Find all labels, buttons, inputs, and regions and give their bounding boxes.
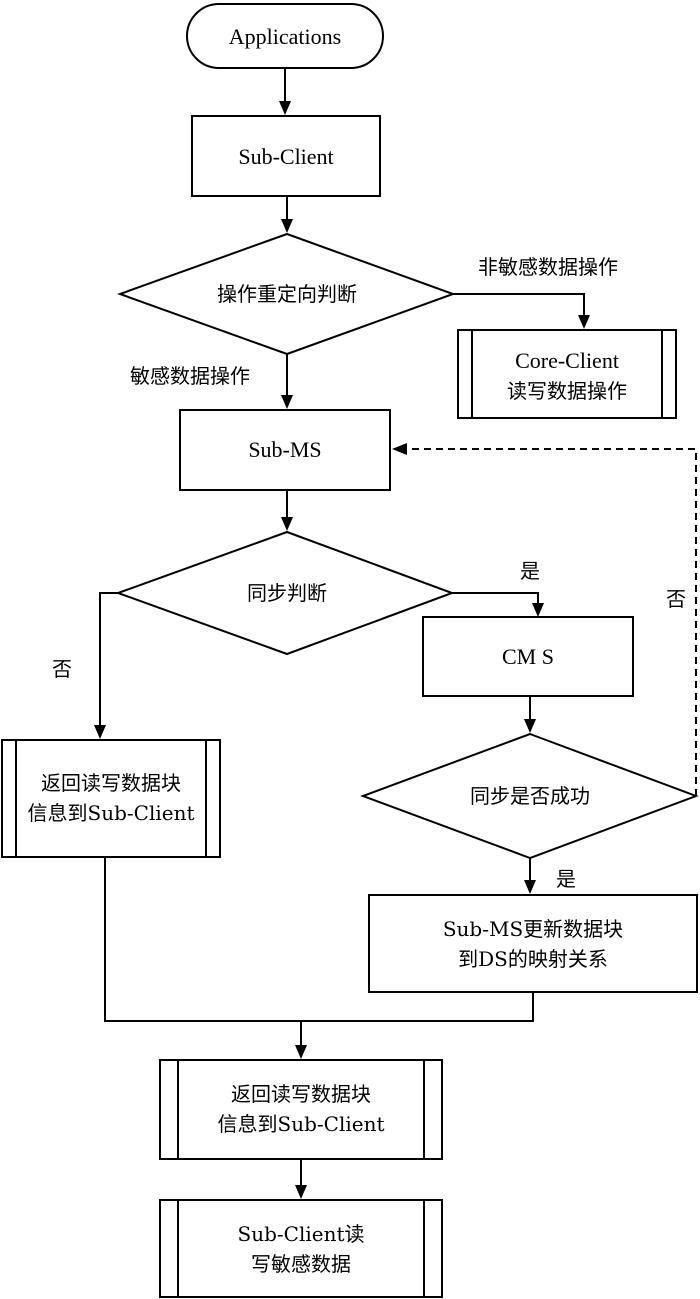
label-sync-yes: 是 (520, 559, 540, 583)
update-mapping-label-2: 到DS的映射关系 (458, 947, 608, 971)
label-sensitive: 敏感数据操作 (130, 364, 250, 388)
return-left-box (1, 739, 221, 858)
final-box (159, 1199, 443, 1298)
update-mapping-label-1: Sub-MS更新数据块 (443, 917, 623, 941)
sub-client-label: Sub-Client (238, 144, 333, 169)
label-sync-no: 否 (52, 657, 72, 681)
label-non-sensitive: 非敏感数据操作 (478, 255, 618, 279)
return-left-label-1: 返回读写数据块 (41, 771, 181, 795)
redirect-decision-label: 操作重定向判断 (217, 282, 357, 306)
cms-box (422, 616, 634, 697)
core-client-label-2: 读写数据操作 (507, 379, 627, 403)
sync-success-decision-label: 同步是否成功 (470, 784, 590, 808)
return-main-box (159, 1059, 443, 1160)
edge-sync-to-cms (452, 592, 539, 604)
core-client-box (457, 329, 677, 419)
sync-decision-diamond (115, 530, 455, 656)
label-retry-no: 否 (666, 587, 686, 611)
final-label-1: Sub-Client读 (238, 1222, 365, 1246)
label-success-yes: 是 (556, 867, 576, 891)
sub-ms-box (179, 409, 391, 491)
cms-label: CM S (502, 644, 554, 669)
edge-merge-line (104, 857, 534, 1022)
edge-redirect-to-coreclient (453, 293, 585, 317)
applications-label: Applications (229, 24, 341, 49)
return-main-label-1: 返回读写数据块 (231, 1082, 371, 1106)
core-client-label-1: Core-Client (515, 348, 619, 373)
final-label-2: 写敏感数据 (251, 1252, 351, 1276)
edge-sync-to-return-left (99, 592, 118, 727)
return-main-label-2: 信息到Sub-Client (218, 1112, 385, 1136)
return-left-label-2: 信息到Sub-Client (28, 801, 195, 825)
sync-decision-label: 同步判断 (247, 581, 327, 605)
update-mapping-box (368, 894, 698, 993)
sub-ms-label: Sub-MS (248, 437, 321, 462)
sub-client-box (191, 115, 381, 197)
